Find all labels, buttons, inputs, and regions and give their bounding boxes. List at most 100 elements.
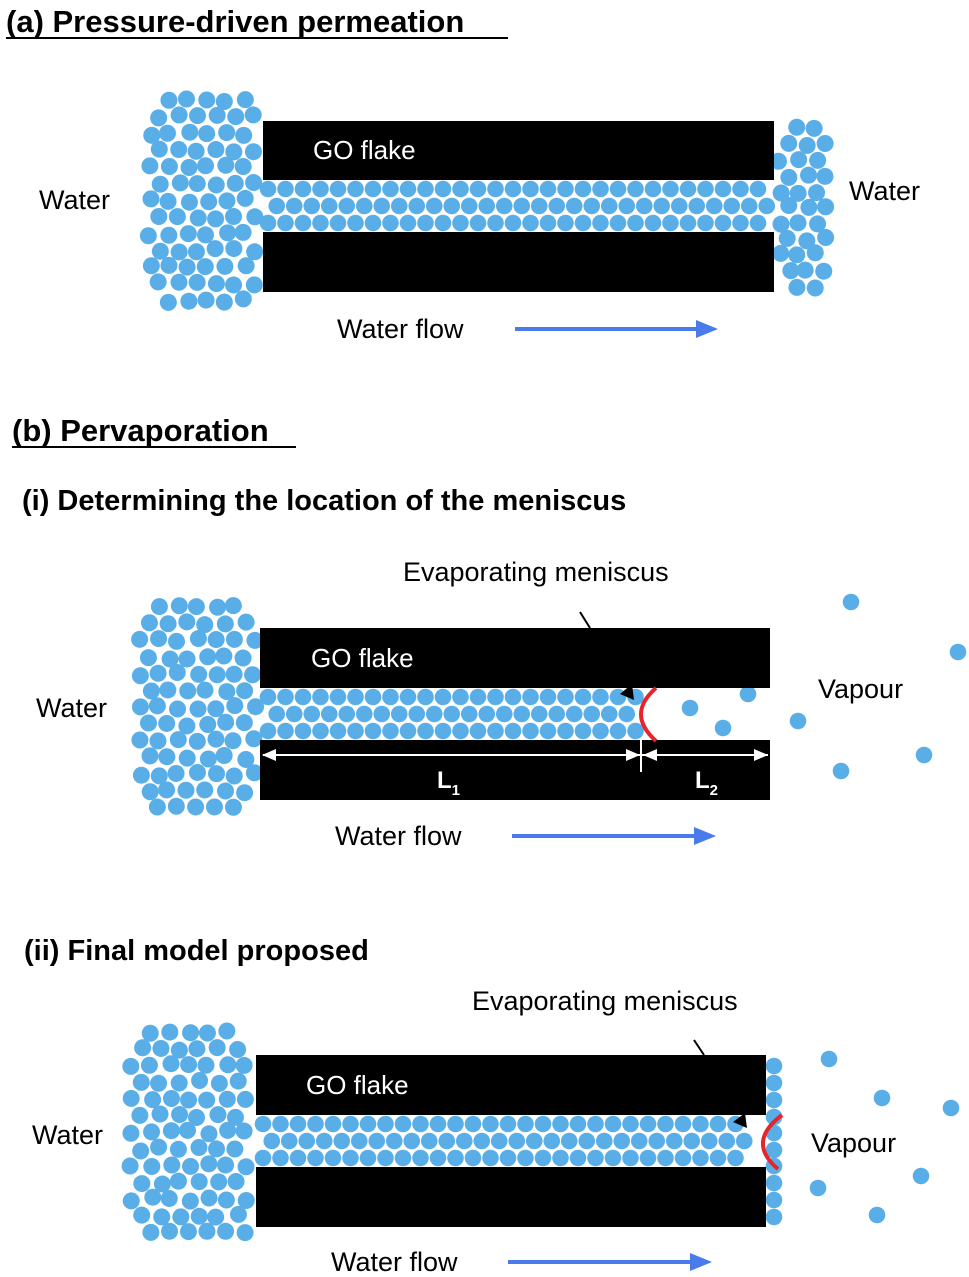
water-molecule	[207, 700, 225, 718]
water-molecule	[141, 1024, 159, 1042]
water-molecule	[639, 1115, 657, 1133]
water-molecule	[216, 782, 234, 800]
water-molecule	[355, 197, 373, 215]
water-molecule	[206, 240, 224, 258]
water-molecule	[817, 228, 835, 246]
water-molecule	[161, 650, 179, 668]
water-molecule	[697, 214, 714, 232]
water-molecule	[205, 798, 223, 816]
go-flake-label: GO flake	[313, 135, 416, 165]
water-molecule	[298, 1132, 316, 1150]
water-molecule	[613, 1132, 631, 1150]
l2-label: L2	[695, 767, 718, 799]
water-molecule	[216, 257, 234, 275]
water-molecule	[237, 1191, 255, 1209]
water-molecule	[209, 1106, 227, 1124]
water-molecule	[539, 688, 557, 706]
water-molecule	[359, 1149, 377, 1167]
water-molecule	[789, 184, 807, 202]
water-molecule	[210, 1074, 228, 1092]
water-molecule	[236, 682, 254, 700]
water-molecule	[539, 180, 557, 198]
water-molecule	[191, 1071, 209, 1089]
water-molecule	[280, 1132, 298, 1150]
water-molecule	[218, 124, 236, 142]
water-molecule	[150, 140, 168, 158]
water-molecule	[229, 1072, 247, 1090]
water-molecule	[179, 682, 197, 700]
water-molecule	[809, 1179, 827, 1197]
l2-dimension	[642, 749, 768, 761]
water-molecule	[187, 142, 205, 160]
water-molecule	[324, 1149, 342, 1167]
water-molecule	[382, 180, 399, 198]
water-molecule	[373, 197, 391, 215]
water-molecule	[312, 214, 329, 232]
water-molecule	[697, 180, 714, 198]
water-molecule	[390, 197, 408, 215]
water-molecule	[188, 175, 206, 193]
water-molecule	[949, 643, 967, 661]
water-molecule	[207, 210, 225, 228]
water-molecule	[364, 688, 382, 706]
water-molecule	[182, 1024, 200, 1042]
water-molecule	[709, 1115, 727, 1133]
water-molecule	[208, 106, 226, 124]
water-molecule	[385, 1132, 403, 1150]
water-molecule	[237, 1158, 255, 1176]
water-molecule	[226, 174, 244, 192]
water-molecule	[196, 681, 214, 699]
water-molecule	[158, 748, 176, 766]
water-molecule	[131, 1106, 149, 1124]
water-molecule	[522, 722, 539, 740]
water-molecule	[153, 1208, 171, 1226]
l1-label: L1	[437, 767, 460, 799]
water-molecule	[868, 1206, 886, 1224]
water-molecule	[170, 1074, 188, 1092]
water-molecule	[294, 214, 312, 232]
water-molecule	[758, 197, 776, 215]
water-molecule	[820, 1050, 838, 1068]
water-molecule	[158, 781, 176, 799]
water-molecule	[246, 208, 264, 226]
water-molecule	[574, 722, 592, 740]
water-molecule	[394, 1115, 412, 1133]
water-molecule	[765, 1091, 783, 1109]
water-molecule	[487, 214, 504, 232]
water-molecule	[674, 1115, 692, 1133]
water-molecule	[150, 207, 168, 225]
water-flow-arrow	[515, 320, 718, 338]
water-molecule	[517, 1149, 534, 1167]
water-molecule	[832, 762, 850, 780]
water-molecule	[163, 1156, 181, 1174]
water-molecule	[179, 225, 197, 243]
water-molecule	[259, 688, 277, 706]
water-molecule	[377, 1149, 394, 1167]
water-molecule	[226, 1140, 244, 1158]
water-molecule	[225, 143, 243, 161]
water-molecule	[513, 197, 531, 215]
water-molecule	[574, 688, 592, 706]
water-molecule	[181, 123, 199, 141]
water-molecule	[504, 180, 522, 198]
water-molecule	[557, 688, 574, 706]
water-molecule	[587, 1115, 604, 1133]
water-molecule	[338, 197, 356, 215]
water-molecule	[692, 1149, 709, 1167]
water-molecule	[806, 244, 824, 262]
water-molecule	[674, 1149, 692, 1167]
water-molecule	[723, 197, 741, 215]
water-molecule	[227, 108, 245, 126]
water-molecule	[312, 688, 329, 706]
water-molecule	[162, 1055, 180, 1073]
water-molecule	[455, 1132, 473, 1150]
water-molecule	[187, 798, 205, 816]
water-molecule	[583, 197, 601, 215]
water-molecule	[504, 214, 522, 232]
water-molecule	[359, 1115, 377, 1133]
water-molecule	[180, 292, 198, 310]
water-molecule	[592, 180, 609, 198]
water-molecule	[159, 293, 177, 311]
water-molecule	[178, 613, 196, 631]
water-molecule	[168, 208, 186, 226]
